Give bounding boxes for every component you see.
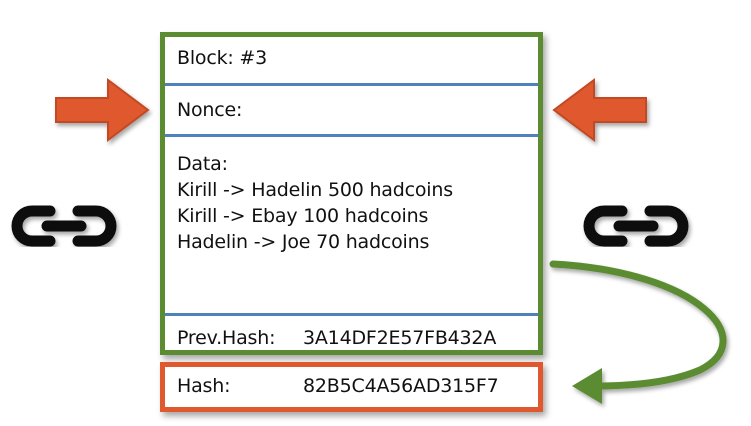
data-label: Data: — [177, 153, 228, 175]
transaction-line: Kirill -> Ebay 100 hadcoins — [177, 205, 429, 227]
chain-link-icon — [583, 205, 689, 247]
hash-box: Hash: 82B5C4A56AD315F7 — [160, 362, 543, 412]
separator-1 — [165, 83, 538, 86]
transaction-line: Hadelin -> Joe 70 hadcoins — [177, 231, 430, 253]
prev-hash-value: 3A14DF2E57FB432A — [303, 327, 497, 349]
block-number: Block: #3 — [177, 47, 268, 69]
separator-2 — [165, 134, 538, 137]
hash-row: Hash: 82B5C4A56AD315F7 — [165, 375, 538, 397]
separator-3 — [165, 313, 538, 316]
nonce-field: Nonce: — [177, 99, 243, 121]
data-section: Data: Kirill -> Hadelin 500 hadcoins Kir… — [165, 151, 538, 255]
transaction-line: Kirill -> Hadelin 500 hadcoins — [177, 179, 453, 201]
chain-link-icon — [11, 205, 117, 247]
hash-value: 82B5C4A56AD315F7 — [303, 375, 499, 397]
prev-hash-label: Prev.Hash: — [177, 327, 276, 349]
curved-arrow-icon — [549, 260, 727, 404]
hash-label: Hash: — [177, 375, 231, 397]
arrow-right-icon — [55, 78, 150, 142]
block-card: Block: #3 Nonce: Data: Kirill -> Hadelin… — [160, 32, 543, 355]
arrow-left-icon — [552, 78, 647, 142]
prev-hash-row: Prev.Hash: 3A14DF2E57FB432A — [165, 327, 538, 349]
